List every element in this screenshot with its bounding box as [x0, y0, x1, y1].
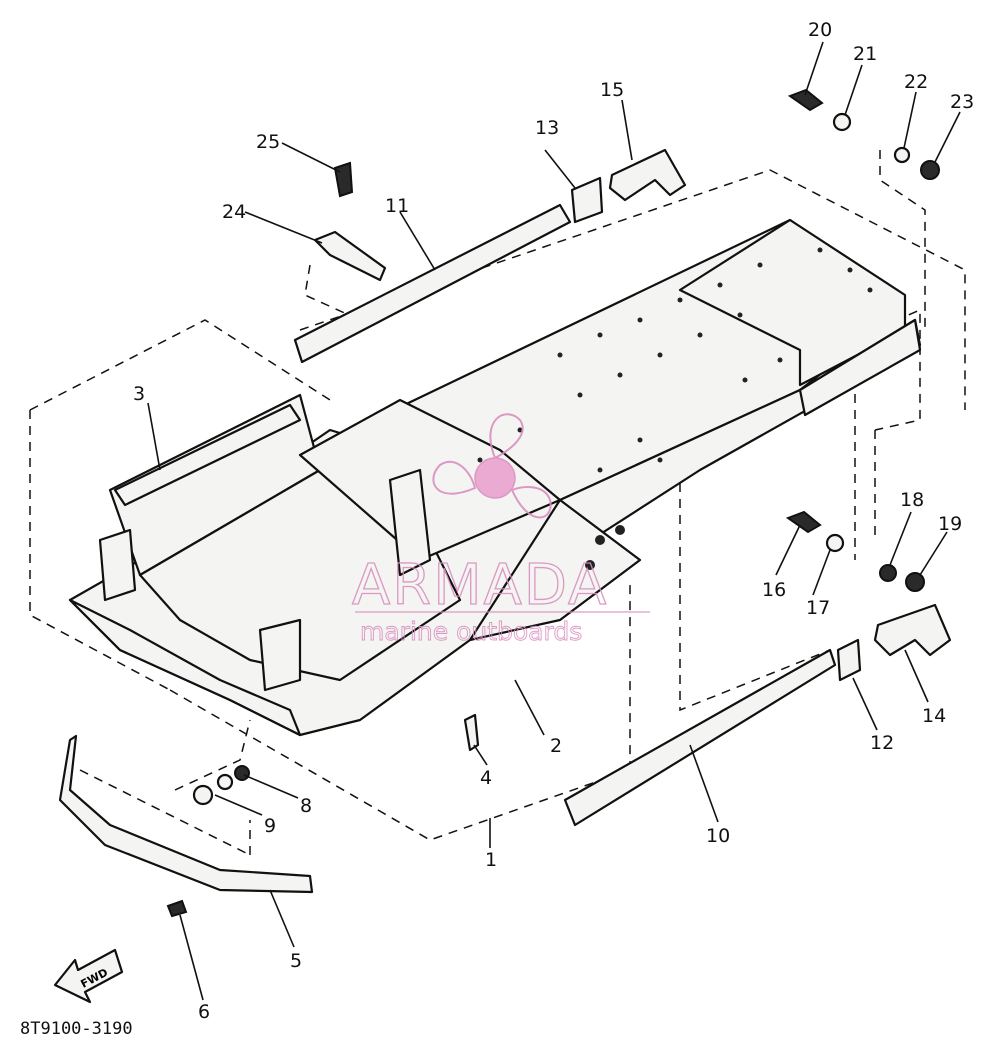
part-13-plate — [570, 176, 604, 224]
part-21-washer — [832, 112, 852, 132]
part-6-screw — [166, 899, 188, 918]
callout-21: 21 — [853, 43, 877, 65]
part-22-washer — [893, 146, 911, 164]
callout-17: 17 — [806, 597, 830, 619]
side-rail — [468, 498, 642, 642]
callout-19: 19 — [938, 513, 962, 535]
part-16-bolt — [785, 510, 822, 534]
callout-25: 25 — [256, 131, 280, 153]
propeller-logo-icon — [432, 413, 552, 519]
watermark-tagline: marine outboards — [360, 617, 582, 646]
part-23-nut — [920, 160, 940, 180]
part-9b-washer — [216, 773, 234, 791]
callout-10: 10 — [706, 825, 730, 847]
front-bracket-right — [258, 618, 302, 692]
forward-arrow-icon: FWD — [53, 948, 124, 1004]
front-nose — [68, 598, 302, 737]
callout-5: 5 — [290, 950, 302, 972]
tunnel-rear-plate — [798, 318, 922, 417]
part-4-clip — [463, 713, 480, 752]
callout-labels: 1 2 3 4 5 6 8 9 10 11 12 13 14 15 16 17 … — [133, 19, 974, 1023]
callout-9: 9 — [264, 815, 276, 837]
callout-22: 22 — [904, 71, 928, 93]
callout-6: 6 — [198, 1001, 210, 1023]
callout-20: 20 — [808, 19, 832, 41]
part-5-front-bumper — [58, 734, 314, 894]
callout-14: 14 — [922, 705, 946, 727]
callout-8: 8 — [300, 795, 312, 817]
callout-18: 18 — [900, 489, 924, 511]
leader-lines — [147, 41, 961, 1001]
part-24-hinge — [313, 230, 387, 282]
front-bracket-left — [98, 528, 137, 602]
callout-2: 2 — [550, 735, 562, 757]
callout-24: 24 — [222, 201, 246, 223]
callout-3: 3 — [133, 383, 145, 405]
part-11-side-trim-upper — [293, 203, 572, 364]
part-10-side-trim-lower — [563, 648, 837, 827]
callout-11: 11 — [385, 195, 409, 217]
callout-13: 13 — [535, 117, 559, 139]
callout-23: 23 — [950, 91, 974, 113]
part-12-plate — [836, 638, 862, 682]
watermark: ARMADA marine outboards — [351, 413, 650, 646]
part-20-bolt — [787, 88, 824, 112]
part-17-washer — [825, 533, 845, 553]
steering-post — [388, 468, 432, 577]
callout-4: 4 — [480, 767, 492, 789]
rivet-holes — [477, 247, 873, 570]
diagram-code: 8T9100-3190 — [20, 1019, 133, 1039]
part-15-end-cap — [608, 148, 687, 202]
watermark-brand: ARMADA — [352, 553, 608, 618]
callout-15: 15 — [600, 79, 624, 101]
part-14-end-cap — [873, 603, 952, 657]
callout-12: 12 — [870, 732, 894, 754]
part-8-nut — [234, 765, 250, 781]
callout-1: 1 — [485, 849, 497, 871]
part-9-washer — [192, 784, 214, 806]
part-19-nut — [905, 572, 925, 592]
hood-trim — [113, 403, 302, 507]
part-18-nut — [879, 564, 897, 582]
part-25-screw — [333, 161, 354, 198]
callout-16: 16 — [762, 579, 786, 601]
chassis-frame — [68, 218, 922, 737]
